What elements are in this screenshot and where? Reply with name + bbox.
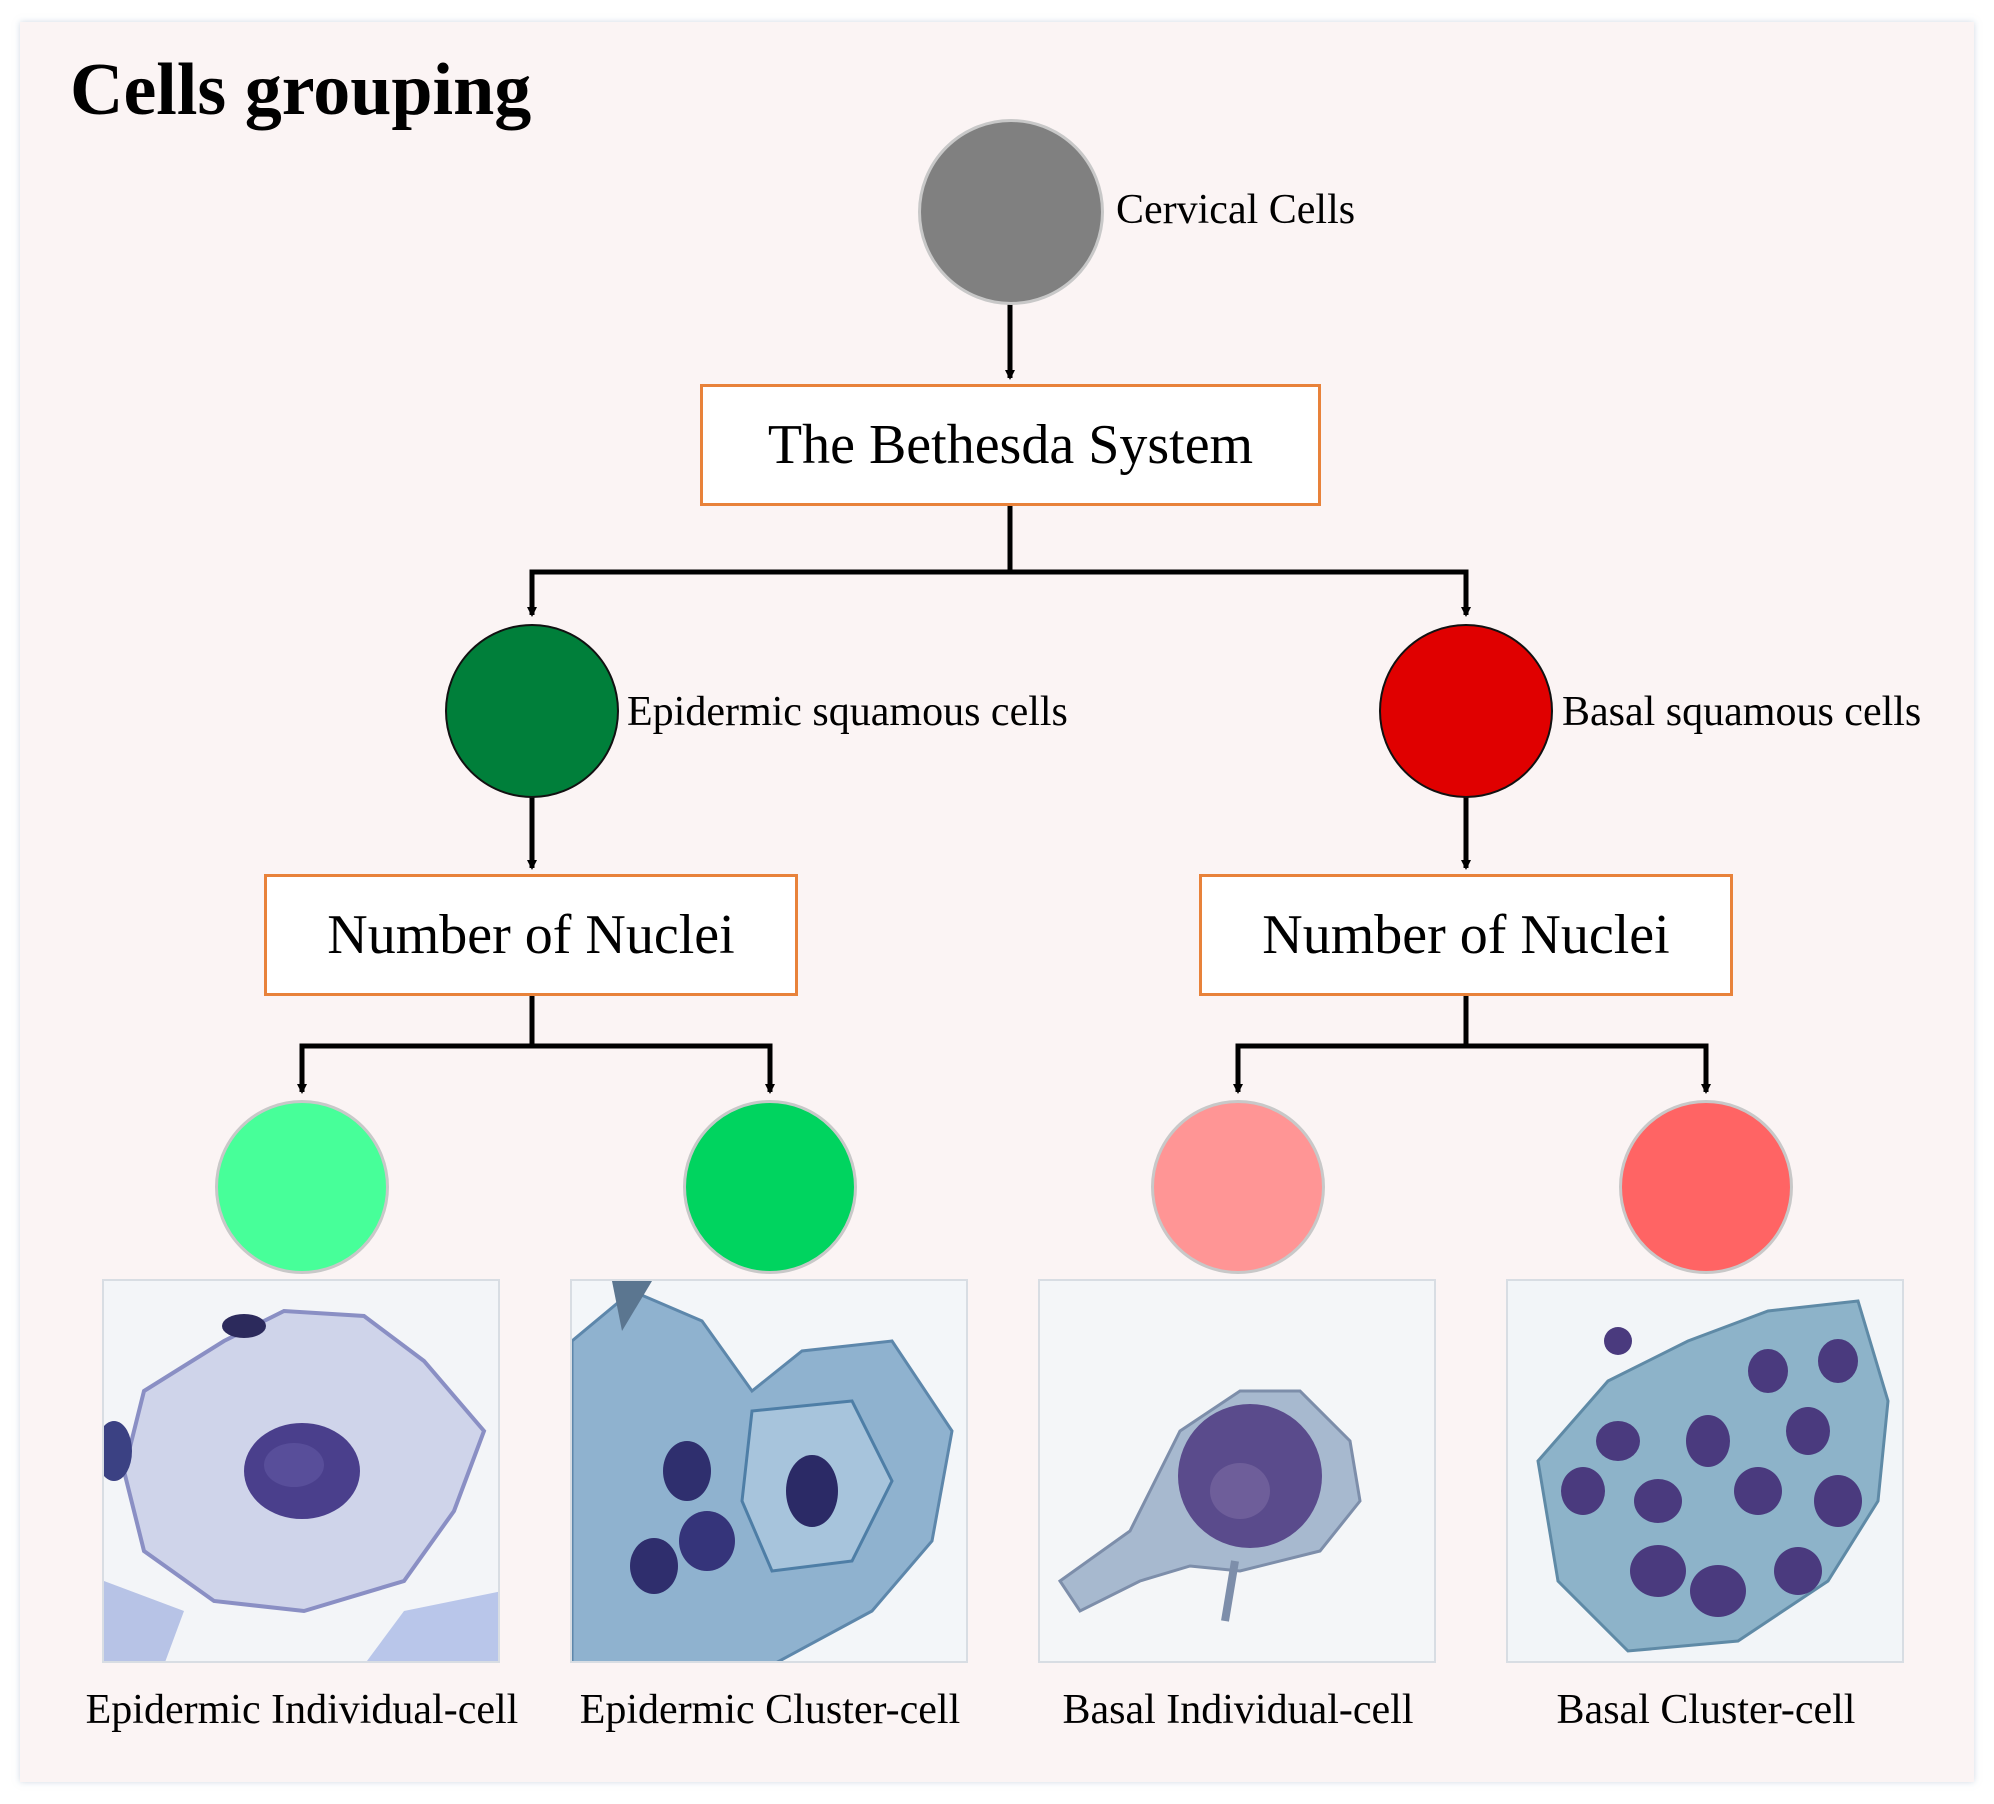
epidermic-individual-photo <box>102 1279 500 1663</box>
diagram-title: Cells grouping <box>70 49 532 131</box>
edge-basal-to-individual <box>1233 1043 1466 1094</box>
basal-squamous-label: Basal squamous cells <box>1562 689 1922 735</box>
epidermic-cluster-photo <box>570 1279 968 1663</box>
epidermic-squamous-label: Epidermic squamous cells <box>627 689 1068 735</box>
epidermic-cluster-caption: Epidermic Cluster-cell <box>579 1687 961 1733</box>
basal-individual-caption: Basal Individual-cell <box>1062 1687 1414 1733</box>
basal-individual-photo <box>1038 1279 1436 1663</box>
basal-cluster-photo <box>1506 1279 1904 1663</box>
epidermic-nuclei-box: Number of Nuclei <box>264 874 798 996</box>
edge-epi-to-individual <box>297 1043 532 1094</box>
epidermic-individual-caption: Epidermic Individual-cell <box>85 1687 519 1733</box>
bethesda-system-box: The Bethesda System <box>700 384 1321 506</box>
edge-epi-to-cluster <box>532 1043 775 1094</box>
epidermic-cluster-node <box>683 1100 857 1274</box>
edge-basal-to-cluster <box>1466 1043 1711 1094</box>
cervical-cells-label: Cervical Cells <box>1116 187 1356 233</box>
epidermic-individual-node <box>215 1100 389 1274</box>
edge-system-to-epidermic <box>527 569 1010 617</box>
epidermic-squamous-node <box>445 624 619 798</box>
cervical-cells-node <box>918 119 1104 305</box>
basal-cluster-caption: Basal Cluster-cell <box>1556 1687 1856 1733</box>
edge-system-to-basal <box>1010 569 1471 617</box>
basal-nuclei-box: Number of Nuclei <box>1199 874 1733 996</box>
basal-cluster-node <box>1619 1100 1793 1274</box>
basal-squamous-node <box>1379 624 1553 798</box>
basal-individual-node <box>1151 1100 1325 1274</box>
